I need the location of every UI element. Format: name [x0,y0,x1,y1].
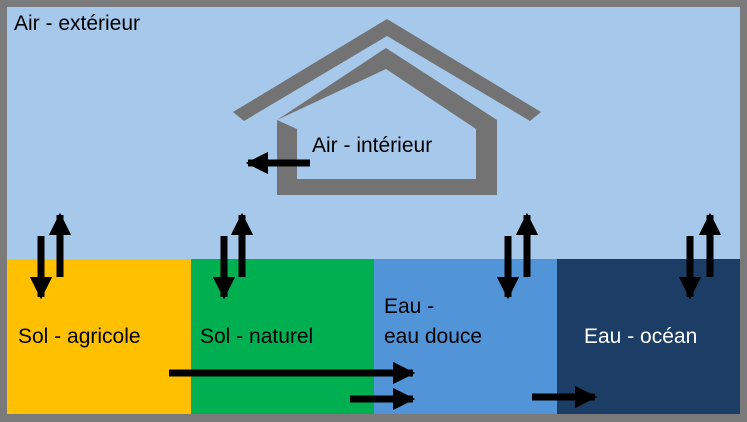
house-walls [277,48,497,195]
indoor-air-label: Air - intérieur [312,134,433,157]
freshwater-label-line2: eau douce [384,325,483,348]
outdoor-air-zone [7,7,740,259]
outdoor-air-label: Air - extérieur [14,12,141,35]
freshwater-label-line1: Eau - [384,295,435,318]
ocean-label: Eau - océan [584,325,698,348]
natural-soil-label: Sol - naturel [200,325,314,348]
house-icon [233,19,541,195]
agricultural-soil-label: Sol - agricole [18,325,141,348]
